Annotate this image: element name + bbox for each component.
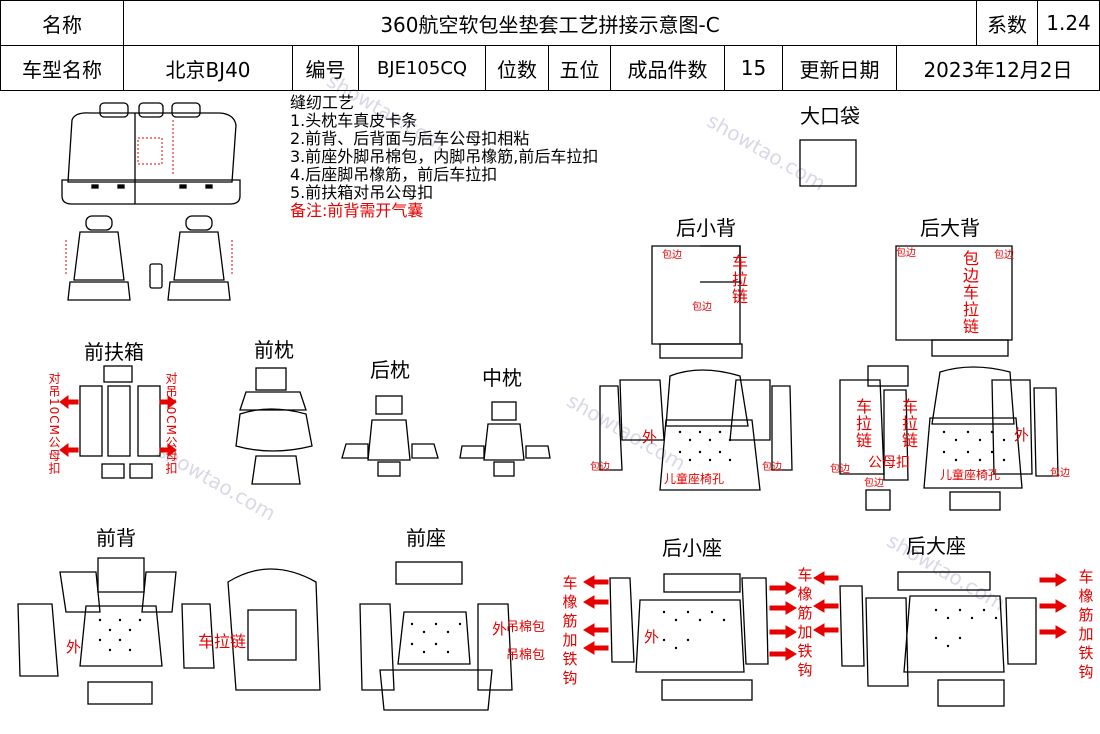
annotation-child-seat-hole: 儿童座椅孔 xyxy=(940,468,1001,482)
annotation-piping: 包边 xyxy=(692,302,712,313)
annotation-outer: 外 xyxy=(642,428,658,446)
annotation-piping: 包边 xyxy=(830,464,850,475)
pieces-label: 成品件数 xyxy=(610,45,725,91)
label-rear-small-back: 后小背 xyxy=(676,216,736,240)
front-headrest-pieces xyxy=(235,367,313,485)
annotation-elastic-hook: 车橡筋加铁钩 xyxy=(1078,568,1094,681)
date-value: 2023年12月2日 xyxy=(896,45,1100,91)
annotation-child-seat-hole: 儿童座椅孔 xyxy=(664,472,725,486)
armrest-pieces xyxy=(79,365,161,479)
label-rear-large-back: 后大背 xyxy=(920,216,980,240)
rear-large-seat-pieces xyxy=(839,571,1037,707)
annotation-piping-zipper: 包边车拉链 xyxy=(963,249,980,336)
process-step: 4.后座脚吊橡筋，前后车拉扣 xyxy=(290,165,498,184)
rear-headrest-pieces xyxy=(341,395,439,477)
annotation-zipper: 车拉链 xyxy=(856,397,873,450)
coef-label: 系数 xyxy=(976,0,1038,46)
annotation-piping: 包边 xyxy=(864,478,884,489)
label-rear-small-seat: 后小座 xyxy=(662,536,722,560)
annotation-armrest-right: 对吊10CM公母扣 xyxy=(164,372,178,476)
rear-large-back-pieces xyxy=(839,245,1059,511)
annotation-elastic-hook: 车橡筋加铁钩 xyxy=(562,574,578,687)
annotation-front-back-zipper: 车拉链 xyxy=(198,632,247,651)
annotation-elastic-hook: 车橡筋加铁钩 xyxy=(797,566,813,679)
front-back-pieces xyxy=(17,557,215,705)
annotation-outer: 外 xyxy=(492,620,508,638)
annotation-piping: 包边 xyxy=(994,250,1014,261)
annotation-outer: 外 xyxy=(644,628,660,646)
process-title: 缝纫工艺 xyxy=(290,93,355,112)
front-seat-pieces xyxy=(359,561,513,711)
annotation-zipper: 车拉链 xyxy=(732,253,749,306)
rear-small-seat-pieces xyxy=(609,573,769,701)
pocket-piece xyxy=(799,139,857,187)
annotation-cotton-bag: 吊棉包 xyxy=(506,620,546,635)
annotation-outer: 外 xyxy=(66,638,82,656)
seats-label: 位数 xyxy=(485,45,549,91)
overview-rear-bench xyxy=(61,102,241,205)
annotation-cotton-bag: 吊棉包 xyxy=(506,648,546,663)
annotation-outer: 外 xyxy=(1014,426,1030,444)
annotation-piping: 包边 xyxy=(762,462,782,473)
annotation-zipper: 车拉链 xyxy=(902,397,919,450)
label-front-seat: 前座 xyxy=(406,526,446,550)
rear-small-back-pieces xyxy=(599,245,793,491)
process-step: 3.前座外脚吊棉包，内脚吊橡筋,前后车拉扣 xyxy=(290,147,599,166)
label-middle-headrest: 中枕 xyxy=(482,366,522,390)
label-front-headrest: 前枕 xyxy=(254,338,294,362)
annotation-piping: 包边 xyxy=(1050,468,1070,479)
annotation-piping: 包边 xyxy=(896,248,916,259)
label-pocket: 大口袋 xyxy=(800,104,860,128)
annotation-snap: 公母扣 xyxy=(868,455,910,471)
label-rear-large-seat: 后大座 xyxy=(906,534,966,558)
overview-front-seats xyxy=(67,215,231,301)
label-rear-headrest: 后枕 xyxy=(370,358,410,382)
process-step: 2.前背、后背面与后车公母扣相粘 xyxy=(290,129,530,148)
date-label: 更新日期 xyxy=(782,45,897,91)
header-table: 名称 360航空软包坐垫套工艺拼接示意图-C 系数 1.24 车型名称 北京BJ… xyxy=(0,0,1100,92)
label-front-armrest: 前扶箱 xyxy=(84,340,144,364)
front-seat-back-pieces xyxy=(227,568,321,691)
process-step: 1.头枕车真皮卡条 xyxy=(290,111,418,130)
process-notes: 缝纫工艺 1.头枕车真皮卡条 2.前背、后背面与后车公母扣相粘 3.前座外脚吊棉… xyxy=(290,94,598,220)
model-label: 车型名称 xyxy=(0,45,124,91)
middle-headrest-pieces xyxy=(459,401,551,477)
process-note: 备注:前背需开气囊 xyxy=(290,201,424,220)
annotation-piping: 包边 xyxy=(590,462,610,473)
annotation-armrest-left: 对吊10CM公母扣 xyxy=(47,372,61,476)
seats-value: 五位 xyxy=(548,45,611,91)
model-value: 北京BJ40 xyxy=(123,45,293,91)
label-front-back: 前背 xyxy=(96,526,136,550)
process-step: 5.前扶箱对吊公母扣 xyxy=(290,183,434,202)
annotation-piping: 包边 xyxy=(662,250,682,261)
